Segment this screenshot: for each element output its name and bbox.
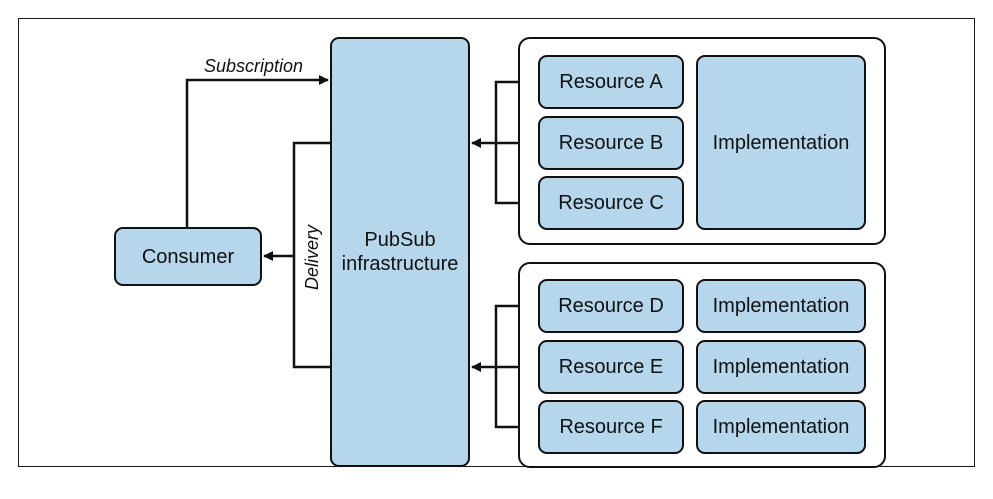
resource-b-box: Resource B: [538, 116, 684, 170]
resource-c-box: Resource C: [538, 176, 684, 230]
consumer-box: Consumer: [114, 227, 262, 286]
implementation-box-f: Implementation: [696, 400, 866, 454]
resource-d-box: Resource D: [538, 279, 684, 333]
implementation-box-d: Implementation: [696, 279, 866, 333]
implementation-box-shared: Implementation: [696, 55, 866, 230]
resource-a-box: Resource A: [538, 55, 684, 109]
pubsub-label-line2: infrastructure: [341, 253, 459, 275]
subscription-label: Subscription: [204, 56, 304, 76]
delivery-label: Delivery: [302, 224, 322, 290]
resource-f-box: Resource F: [538, 400, 684, 454]
implementation-box-e: Implementation: [696, 340, 866, 394]
pubsub-label-line1: PubSub: [364, 229, 436, 251]
pubsub-infrastructure-box: PubSub infrastructure: [330, 37, 470, 467]
resource-e-box: Resource E: [538, 340, 684, 394]
